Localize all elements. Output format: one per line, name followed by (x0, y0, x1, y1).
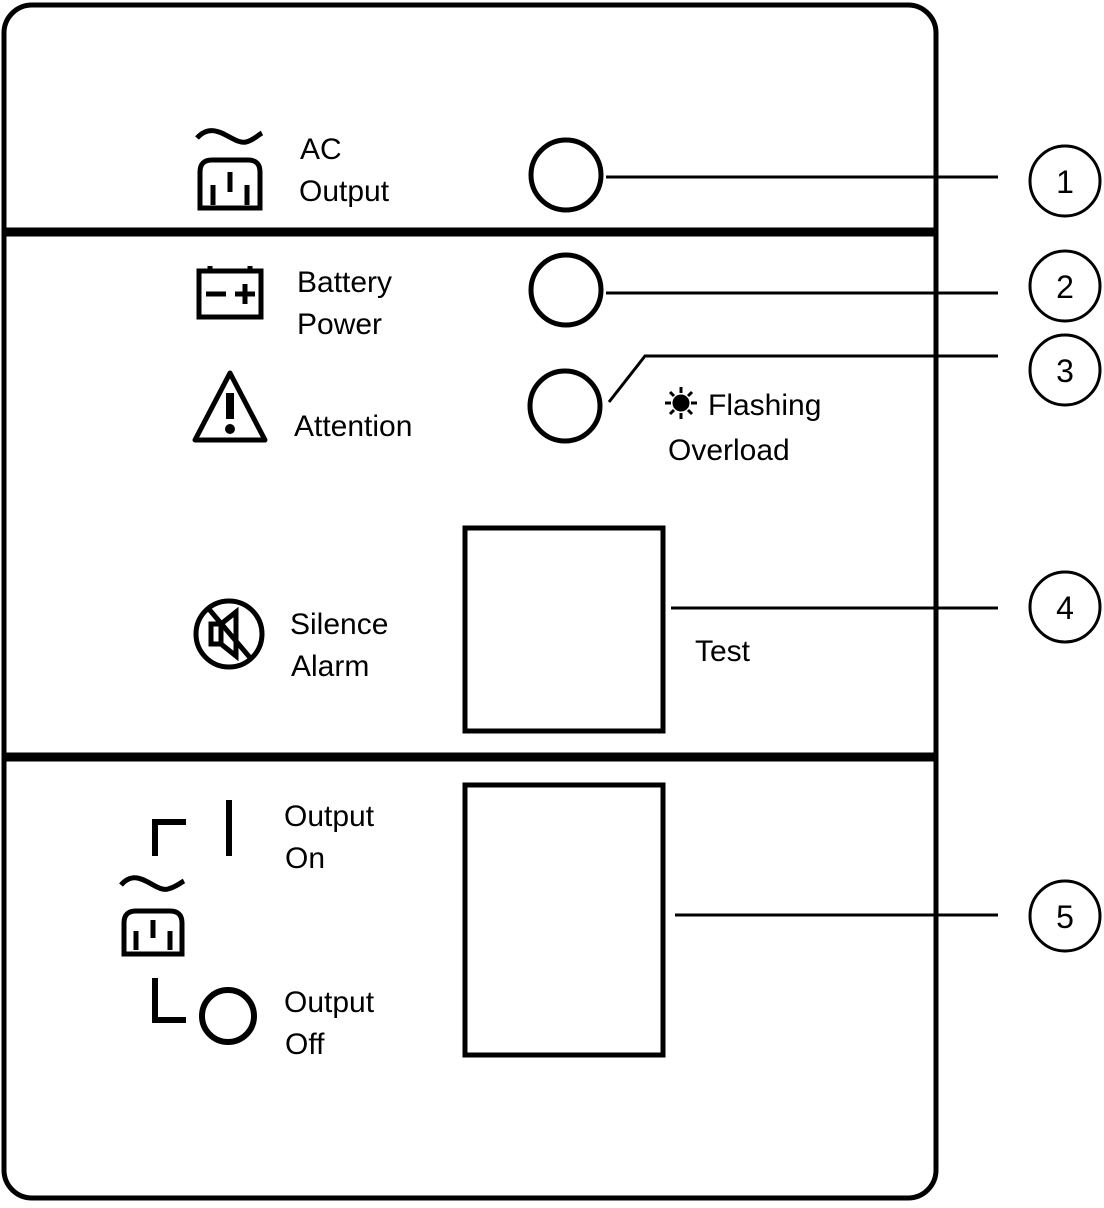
callout-circle-3 (1028, 333, 1102, 407)
battery-power-label-line1: Battery (297, 266, 393, 299)
battery-power-label-line2: Power (297, 308, 383, 341)
callout-circle-5 (1028, 879, 1102, 953)
output-off-label-line1: Output (284, 986, 375, 1019)
battery-icon (196, 266, 264, 320)
overload-label: Overload (668, 434, 790, 467)
panel-outline (1, 2, 939, 1201)
silence-alarm-label-line2: Alarm (291, 650, 370, 683)
ac-output-label-line1: AC (300, 133, 342, 166)
silence-alarm-label-line1: Silence (290, 608, 389, 641)
ac-outlet-icon (119, 875, 186, 957)
output-off-icon (152, 978, 257, 1045)
attention-led (527, 368, 603, 444)
callout-circle-1 (1028, 144, 1102, 218)
leader-line-3 (607, 354, 998, 403)
callout-number-5: 5 (1056, 899, 1074, 935)
output-on-label-line2: On (285, 842, 326, 875)
output-switch-button (462, 782, 666, 1058)
callout-number-2: 2 (1056, 269, 1074, 305)
output-off-label-line2: Off (285, 1028, 325, 1061)
ac-output-icon (195, 128, 264, 211)
ac-output-led (528, 137, 604, 213)
flashing-label: Flashing (708, 389, 822, 422)
callout-number-1: 1 (1056, 164, 1074, 200)
silence-alarm-icon (193, 598, 265, 670)
callout-circle-2 (1028, 249, 1102, 323)
test-button (462, 525, 666, 734)
attention-label: Attention (294, 410, 413, 443)
callout-number-4: 4 (1056, 590, 1074, 626)
callout-circle-4 (1028, 570, 1102, 644)
battery-power-led (528, 252, 604, 328)
test-label: Test (695, 635, 751, 668)
ac-output-label-line2: Output (299, 175, 390, 208)
flashing-icon (665, 387, 697, 419)
callout-number-3: 3 (1056, 353, 1074, 389)
output-on-icon (152, 800, 232, 856)
output-on-label-line1: Output (284, 800, 375, 833)
warning-icon (192, 370, 268, 443)
